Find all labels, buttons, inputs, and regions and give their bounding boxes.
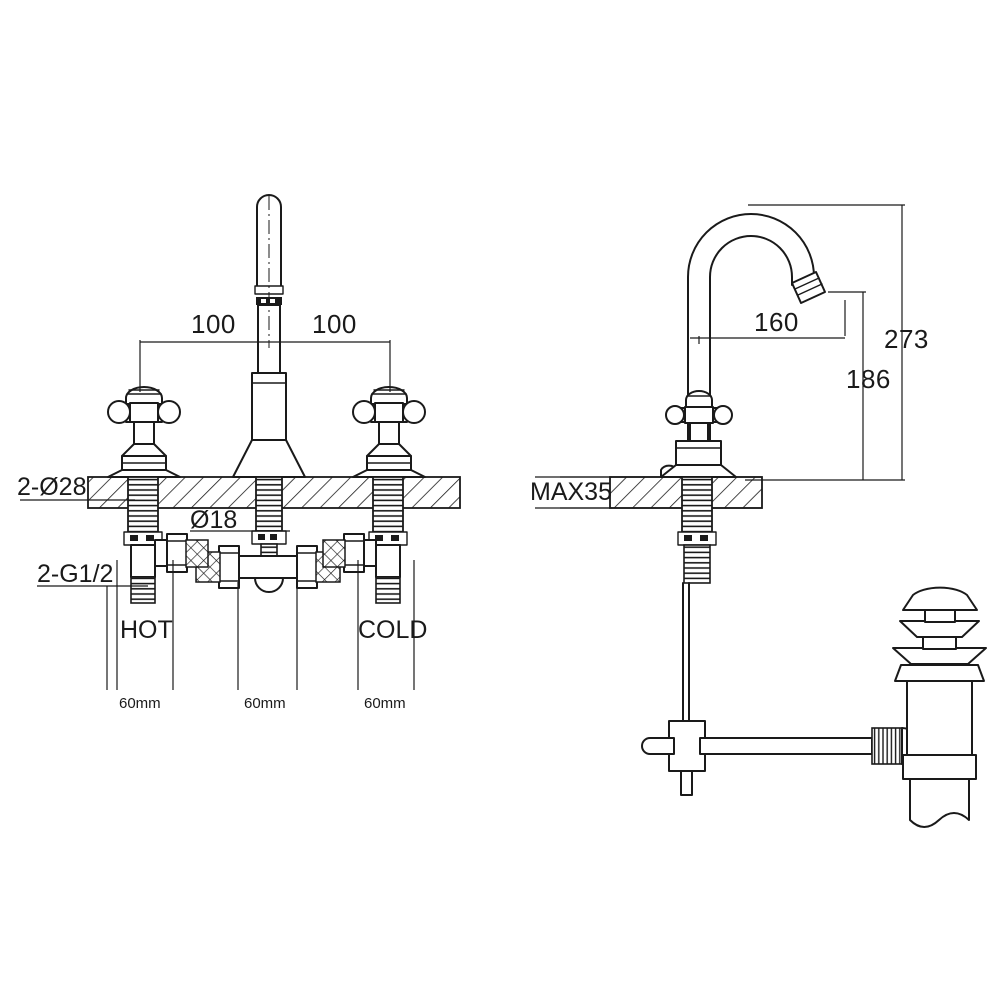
spout-nut-facet-a bbox=[258, 534, 265, 540]
cold-handle-center-block bbox=[374, 402, 404, 423]
cold-tap-assembly bbox=[322, 386, 426, 604]
spout-reach-text: 160 bbox=[754, 307, 799, 337]
side-handle-knob-left bbox=[665, 405, 685, 425]
side-handle-knob-right bbox=[713, 405, 733, 425]
side-nut-facet-b bbox=[700, 535, 708, 541]
hot-shank-thread bbox=[127, 476, 159, 533]
counter-thickness-text: MAX35 bbox=[530, 478, 612, 506]
front-elevation-view: HOT COLD 60mm 60mm 60mm 100 100 2-Ø28 2-… bbox=[17, 194, 461, 712]
cold-handle-dome bbox=[370, 386, 408, 405]
hot-inlet-body bbox=[130, 544, 156, 578]
hose-length-cold: 60mm bbox=[364, 695, 406, 712]
spout-base-flare bbox=[232, 439, 306, 478]
spread-dim-right-text: 100 bbox=[312, 309, 357, 339]
hose-length-center: 60mm bbox=[244, 695, 286, 712]
popup-waste-assembly bbox=[641, 586, 987, 828]
waste-knurled-nut bbox=[871, 727, 903, 765]
spout-tip-line-2 bbox=[797, 283, 823, 296]
waste-spacer-a bbox=[922, 636, 957, 650]
waste-body-barrel bbox=[906, 679, 973, 769]
hose-drop-lines bbox=[116, 560, 415, 690]
hole-diameter-text: 2-Ø28 bbox=[17, 473, 86, 501]
side-deck-flange bbox=[660, 464, 737, 478]
hot-label: HOT bbox=[120, 616, 173, 644]
spout-tip-line-1 bbox=[794, 277, 820, 290]
cold-hose-collar bbox=[322, 539, 346, 568]
cold-nut-facet-a bbox=[375, 535, 383, 541]
counter-thickness-callout: MAX35 bbox=[530, 476, 612, 509]
hole-diameter-callout: 2-Ø28 bbox=[17, 473, 135, 501]
hot-handle-knob-right bbox=[157, 400, 181, 424]
spout-reach-dimension: 160 bbox=[690, 300, 846, 344]
cold-nut-facet-b bbox=[391, 535, 399, 541]
hot-hose-nut bbox=[166, 533, 188, 573]
side-handle-stem bbox=[689, 422, 709, 442]
spout-riser-upper bbox=[257, 304, 281, 374]
cold-handle-knob-left bbox=[352, 400, 376, 424]
hose-length-hot: 60mm bbox=[119, 695, 161, 712]
waste-spacer-b bbox=[924, 609, 956, 623]
spout-inner-wall bbox=[709, 235, 793, 461]
cold-label: COLD bbox=[358, 616, 427, 644]
spout-height-text: 186 bbox=[846, 364, 891, 394]
spout-top-cap bbox=[256, 194, 282, 293]
cold-deck-flange bbox=[352, 469, 426, 478]
waste-washer-plate bbox=[892, 647, 987, 665]
cold-shank-thread bbox=[372, 476, 404, 533]
waste-click-clack-cap bbox=[902, 586, 978, 611]
hot-inlet-thread-tail bbox=[130, 576, 156, 604]
spout-height-dimension: 186 bbox=[745, 291, 891, 481]
side-elevation-view: MAX35 160 186 273 bbox=[530, 204, 929, 727]
waste-body-band bbox=[902, 754, 977, 780]
spout-shank-callout: Ø18 bbox=[190, 506, 290, 534]
cold-inlet-thread-tail bbox=[375, 576, 401, 604]
spout-shank-thread bbox=[255, 476, 283, 532]
total-height-dimension: 273 bbox=[748, 204, 929, 481]
spout-collar-notch-b bbox=[270, 299, 275, 303]
hot-tap-assembly bbox=[107, 386, 209, 604]
waste-horizontal-rod bbox=[699, 737, 873, 755]
hot-deck-flange bbox=[107, 469, 181, 478]
side-inlet-thread-tail bbox=[683, 544, 711, 584]
hot-nut-facet-b bbox=[146, 535, 154, 541]
hot-hose-collar bbox=[185, 539, 209, 568]
side-lock-nut bbox=[677, 531, 717, 546]
hot-handle-stem bbox=[133, 421, 155, 445]
waste-tailpiece bbox=[909, 778, 970, 828]
hot-nut-facet-a bbox=[130, 535, 138, 541]
side-handle-hub bbox=[684, 406, 714, 424]
waste-pivot-stub-lower bbox=[680, 770, 693, 796]
spout-shank-text: Ø18 bbox=[190, 506, 237, 534]
spout-outer-wall bbox=[687, 213, 815, 461]
hot-handle-dome bbox=[125, 386, 163, 405]
total-height-text: 273 bbox=[884, 324, 929, 354]
hot-handle-knob-left bbox=[107, 400, 131, 424]
spout-nut-facet-b bbox=[270, 534, 277, 540]
spread-dim-left-text: 100 bbox=[191, 309, 236, 339]
spout-lock-nut bbox=[251, 530, 287, 545]
cold-inlet-body bbox=[375, 544, 401, 578]
side-nut-facet-a bbox=[684, 535, 692, 541]
inlet-thread-callout: 2-G1/2 bbox=[37, 560, 148, 690]
cold-hose-nut bbox=[343, 533, 365, 573]
inlet-thread-text: 2-G1/2 bbox=[37, 560, 113, 588]
gooseneck-spout bbox=[660, 213, 826, 727]
gooseneck-base-dome bbox=[685, 390, 713, 409]
waste-rod-end-knob bbox=[641, 737, 675, 755]
waste-flange-lower bbox=[894, 664, 985, 682]
cold-handle-knob-right bbox=[402, 400, 426, 424]
cold-handle-stem bbox=[378, 421, 400, 445]
spout-collar-notch-a bbox=[261, 299, 266, 303]
side-shank-thread bbox=[681, 476, 713, 533]
center-spout-column bbox=[195, 194, 341, 593]
spread-dimension-group: 100 100 bbox=[139, 196, 391, 392]
hot-handle-center-block bbox=[129, 402, 159, 423]
